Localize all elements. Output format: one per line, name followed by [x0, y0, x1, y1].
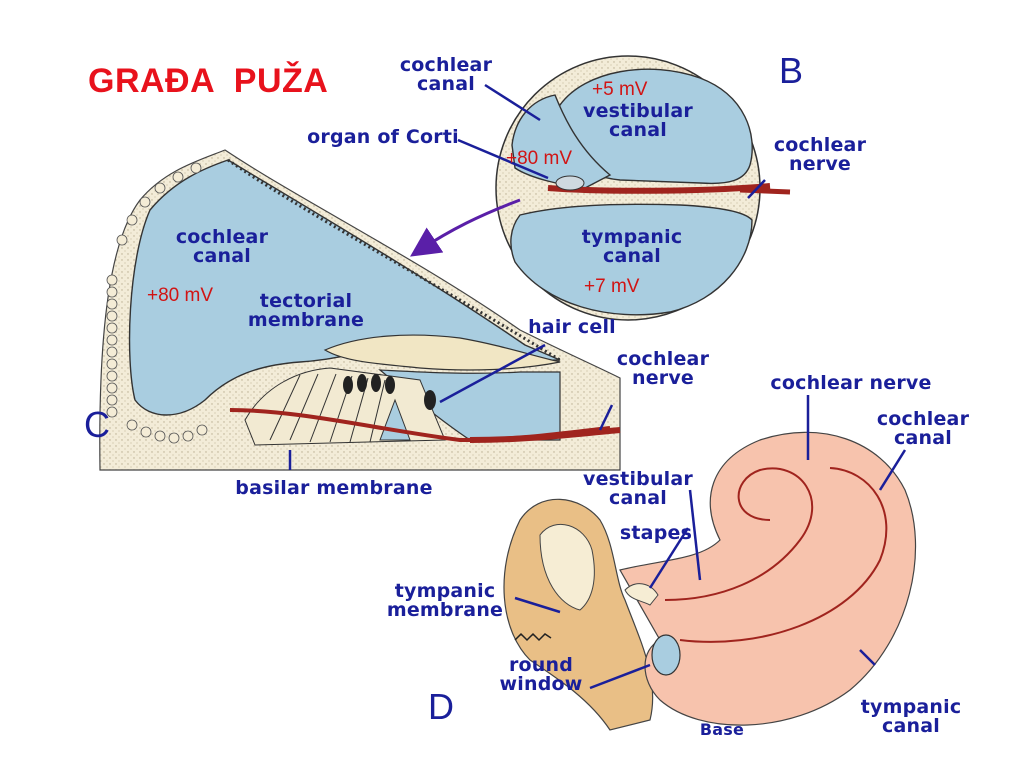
panel-label-c: C	[84, 404, 110, 445]
label-d-cochlear-nerve: cochlear nerve	[770, 372, 932, 394]
potential-c-cochlear: +80 mV	[147, 285, 214, 306]
label-d-tympanic-membrane: tympanic membrane	[386, 580, 504, 621]
panel-b-cross-section	[495, 55, 791, 321]
label-c-cochlear-canal: cochlear canal	[175, 226, 269, 267]
leader-lines	[288, 83, 907, 690]
b-nerve-exit	[739, 187, 791, 195]
magnify-arrow	[410, 198, 521, 257]
label-c-tectorial-membrane: tectorial membrane	[247, 290, 365, 331]
label-d-vestibular-canal: vestibular canal	[582, 468, 693, 509]
label-d-tympanic-canal: tympanic canal	[860, 696, 962, 737]
d-round-window-shape	[651, 634, 681, 676]
label-b-cochlear-nerve: cochlear nerve	[773, 134, 867, 175]
potential-b-vestibular: +5 mV	[592, 79, 648, 100]
c-nerve-bundle	[469, 427, 621, 443]
label-d-round-window: round window	[499, 654, 583, 695]
label-c-hair-cell: hair cell	[528, 316, 616, 338]
b-organ-of-corti-shape	[555, 175, 585, 191]
d-canal-line	[679, 467, 888, 643]
panel-label-d: D	[428, 686, 454, 727]
panel-c-organ-of-corti	[99, 149, 621, 471]
label-b-cochlear-canal: cochlear canal	[399, 54, 493, 95]
label-d-stapes: stapes	[619, 522, 693, 544]
label-c-basilar-membrane: basilar membrane	[235, 477, 433, 499]
d-cochlea-spiral	[619, 431, 917, 726]
d-sound-wave	[514, 632, 552, 642]
d-nerve-spiral	[664, 467, 814, 601]
b-tympanic-canal-shape	[510, 203, 753, 316]
potential-b-tympanic: +7 mV	[584, 276, 640, 297]
label-b-vestibular-canal: vestibular canal	[582, 100, 693, 141]
d-stapes-shape	[624, 583, 659, 606]
potential-b-cochlear: +80 mV	[506, 148, 573, 169]
c-hair-cells	[343, 374, 436, 410]
label-b-tympanic-canal: tympanic canal	[581, 226, 683, 267]
c-cell-layer	[106, 162, 208, 444]
c-tectorial-membrane-shape	[323, 334, 561, 371]
panel-d-cochlea	[503, 431, 917, 731]
label-c-cochlear-nerve: cochlear nerve	[616, 348, 710, 389]
d-middle-ear	[539, 523, 595, 611]
label-d-base: Base	[699, 720, 745, 739]
panel-label-b: B	[779, 50, 804, 91]
label-b-organ-of-corti: organ of Corti	[307, 126, 459, 148]
page-title: GRAĐA PUŽA	[88, 62, 329, 100]
label-d-cochlear-canal: cochlear canal	[876, 408, 970, 449]
